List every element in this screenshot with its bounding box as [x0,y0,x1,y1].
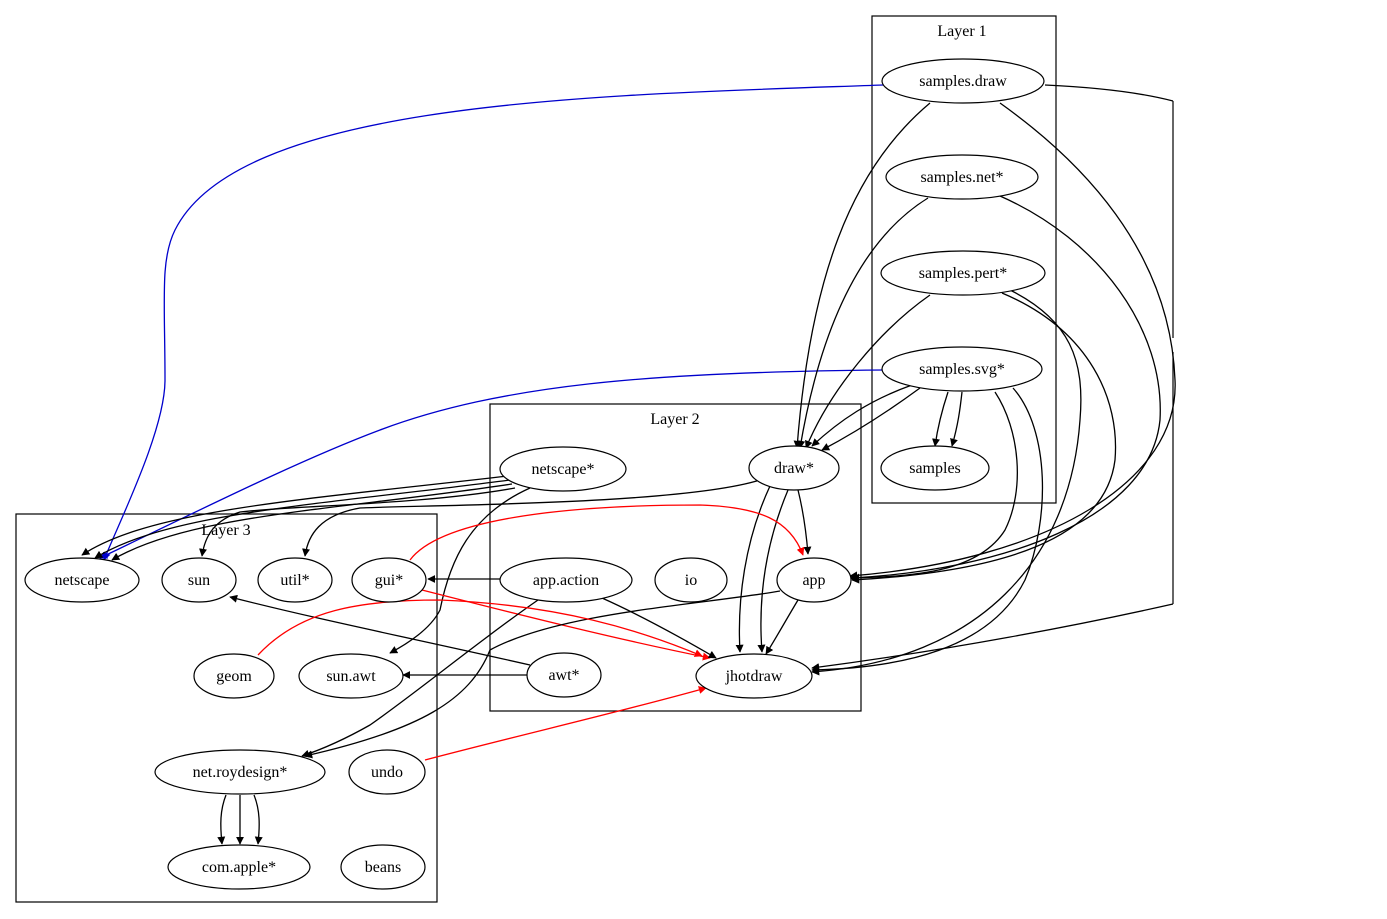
edge-undo-to-jhotdraw [424,686,707,761]
node-sun-awt[interactable]: sun.awt [298,653,404,699]
node-awt-star[interactable]: awt* [526,652,602,698]
edge-samples-svg-to-draw-b [821,387,921,451]
node-util-star-label: util* [280,572,309,589]
node-app-action-label: app.action [533,572,599,589]
edge-netscape-star-to-netscape-a [81,475,509,556]
node-net-roydesign-label: net.roydesign* [193,764,288,781]
edge-app-to-jhotdraw [765,599,799,655]
node-samples-draw-label: samples.draw [919,73,1007,90]
edges [81,84,1176,845]
node-geom[interactable]: geom [193,653,275,699]
node-samples-draw[interactable]: samples.draw [881,58,1045,104]
node-gui-star[interactable]: gui* [351,557,427,603]
edge-netscape-star-to-sun-awt [389,487,531,654]
edge-samples-svg-to-app [849,391,1018,582]
edge-netscape-star-to-netscape-b [94,479,511,559]
cluster-layer1-label: Layer 1 [937,23,986,40]
edge-gui-to-jhotdraw [421,589,711,661]
node-io[interactable]: io [654,557,728,603]
node-netscape-star-label: netscape* [531,461,594,478]
edge-samples-net-to-app [851,195,1161,582]
edge-awt-to-sun [229,594,531,666]
edge-geom-to-jhotdraw [257,599,703,657]
edge-samples-pert-to-jhotdraw [811,289,1082,676]
edge-samples-draw-to-netscape [102,84,884,561]
node-gui-star-label: gui* [375,572,403,589]
edge-samples-svg-to-netscape [99,369,884,559]
edge-draw-to-jhotdraw-a [735,485,771,653]
node-com-apple-label: com.apple* [202,859,276,876]
node-samples-svg-label: samples.svg* [919,361,1005,378]
node-samples-net[interactable]: samples.net* [885,154,1039,200]
node-undo[interactable]: undo [348,749,426,795]
node-netscape-star[interactable]: netscape* [499,446,627,492]
edge-app-action-to-jhotdraw [601,597,717,659]
edge-netscape-star-to-netscape-c [111,483,513,561]
node-netscape-label: netscape [54,572,109,589]
node-sun-label: sun [188,572,210,589]
edge-draw-to-app [797,489,812,555]
edge-net-roydesign-to-com-apple-a [217,794,227,845]
edge-app-action-to-net-roydesign [301,599,539,758]
node-jhotdraw[interactable]: jhotdraw [695,653,813,699]
edge-draw-to-util [302,479,761,557]
node-samples-svg[interactable]: samples.svg* [881,346,1043,392]
node-samples-label: samples [909,460,961,477]
node-util-star[interactable]: util* [257,557,333,603]
edge-samples-pert-to-app [851,292,1117,584]
node-app[interactable]: app [776,557,852,603]
nodes: samples.draw samples.net* samples.pert* … [24,58,1046,890]
node-samples-net-label: samples.net* [920,169,1003,186]
node-jhotdraw-label: jhotdraw [725,668,783,685]
cluster-layer1: Layer 1 [871,15,1057,504]
edge-samples-draw-to-draw [793,102,931,449]
cluster-layer2: Layer 2 [489,403,862,712]
node-samples-pert[interactable]: samples.pert* [880,250,1046,296]
node-geom-label: geom [216,668,252,685]
node-net-roydesign[interactable]: net.roydesign* [154,749,326,795]
edge-netscape-star-to-sun [199,487,516,557]
edge-samples-draw-to-jhotdraw [811,603,1174,672]
edge-samples-pert-to-draw [805,294,931,449]
node-sun[interactable]: sun [161,557,237,603]
edge-net-roydesign-to-com-apple-c [253,794,263,845]
edge-app-to-net-roydesign [304,590,781,759]
node-netscape[interactable]: netscape [24,557,140,603]
cluster-layer3-label: Layer 3 [201,522,250,539]
node-app-action[interactable]: app.action [499,557,633,603]
node-draw-star[interactable]: draw* [748,445,840,491]
node-beans[interactable]: beans [340,844,426,890]
edge-samples-svg-to-draw-a [811,384,913,447]
edge-samples-svg-to-samples-b [950,391,963,447]
cluster-layer3: Layer 3 [15,513,438,903]
node-com-apple[interactable]: com.apple* [167,844,311,890]
node-samples-pert-label: samples.pert* [919,265,1007,282]
node-io-label: io [685,572,697,589]
node-beans-label: beans [365,859,401,876]
node-undo-label: undo [371,764,403,781]
edge-samples-net-to-draw [797,197,929,449]
edge-routing-stubs [1044,84,1174,604]
node-app-label: app [802,572,825,589]
node-awt-star-label: awt* [548,667,579,684]
cluster-layer2-label: Layer 2 [650,411,699,428]
edge-draw-to-jhotdraw-b [757,489,789,653]
node-draw-star-label: draw* [774,460,814,477]
edge-gui-to-app [409,504,805,561]
edge-samples-svg-to-samples-a [932,391,949,447]
node-samples[interactable]: samples [880,445,990,491]
edge-samples-svg-to-jhotdraw [811,387,1044,674]
edge-samples-draw-to-app [849,102,1176,580]
node-sun-awt-label: sun.awt [326,668,376,685]
